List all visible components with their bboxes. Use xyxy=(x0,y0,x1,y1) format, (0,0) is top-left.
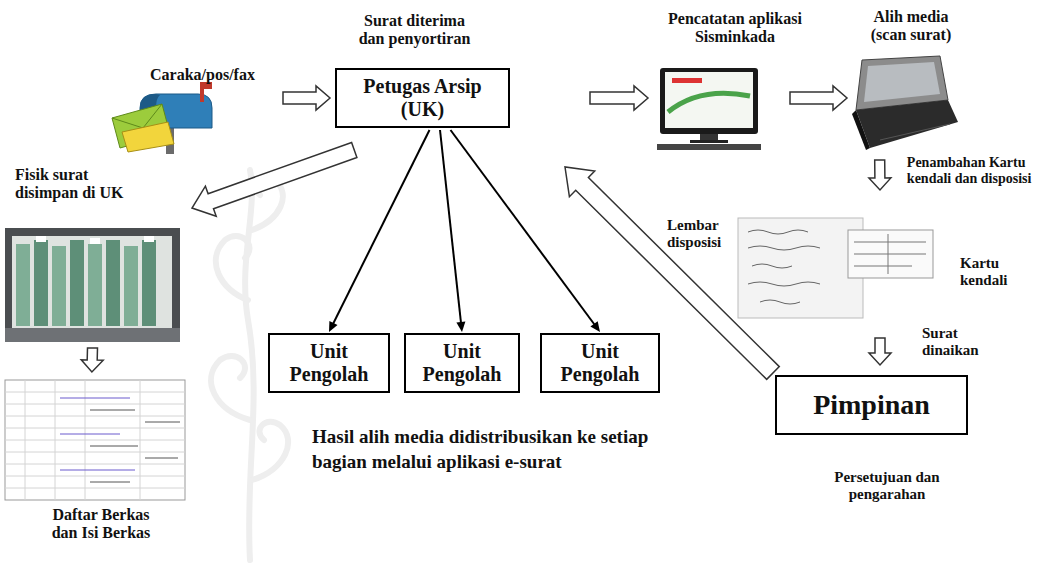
illustration-frame: Caraka/pos/fax xyxy=(110,92,215,152)
illustration-frame: Fisik surat disimpan di UK xyxy=(5,228,180,342)
caption: Pencatatan aplikasi Sisminkada xyxy=(650,10,820,47)
caption: Fisik surat disimpan di UK xyxy=(15,166,135,203)
arrowhead xyxy=(456,322,465,332)
hollow-arrow xyxy=(869,338,891,365)
connector-line xyxy=(440,130,461,323)
caption: Kartu kendali xyxy=(960,255,1022,290)
hollow-arrow xyxy=(590,86,648,110)
note-text: Hasil alih media didistribusikan ke seti… xyxy=(312,425,704,474)
illustration-frame: Pencatatan aplikasi Sisminkada xyxy=(655,68,760,150)
hollow-arrow xyxy=(869,160,891,190)
flow-arrow xyxy=(440,130,465,332)
hollow-arrow xyxy=(790,86,847,110)
caption: Alih media (scan surat) xyxy=(855,8,967,45)
process-box: PimpinanPersetujuan dan pengarahan xyxy=(775,375,968,435)
connector-line xyxy=(451,130,595,325)
edge-label: Penambahan Kartu kendali dan disposisi xyxy=(905,155,1034,187)
edge-label: Surat dinaikan xyxy=(920,325,986,360)
file-cabinet-illustration xyxy=(5,228,180,342)
process-box: Unit Pengolah xyxy=(540,333,660,393)
process-box: Unit Pengolah xyxy=(404,333,520,393)
arrowhead xyxy=(590,321,600,332)
flow-arrow xyxy=(283,86,330,110)
flow-arrow xyxy=(192,143,357,217)
hollow-arrow xyxy=(81,348,103,372)
flow-arrow xyxy=(329,130,430,332)
connector-line xyxy=(333,130,429,324)
disposition-sheet-illustration xyxy=(738,218,933,318)
arrowhead xyxy=(329,321,338,332)
caption: Caraka/pos/fax xyxy=(150,66,300,84)
caption: Persetujuan dan pengarahan xyxy=(817,469,957,504)
caption: Daftar Berkas dan Isi Berkas xyxy=(45,506,157,543)
hollow-arrow xyxy=(283,86,330,110)
flow-arrow xyxy=(451,130,601,332)
flow-arrow xyxy=(869,338,891,365)
illustration-frame: Lembar disposisiKartu kendali xyxy=(735,215,935,320)
caption: Surat diterima dan penyortiran xyxy=(352,12,477,49)
hollow-arrow xyxy=(192,143,357,217)
caption: Lembar disposisi xyxy=(667,217,731,252)
flow-arrow xyxy=(869,160,891,190)
spreadsheet-illustration xyxy=(5,380,185,500)
box-label: Unit Pengolah xyxy=(280,340,378,386)
illustration-frame: Daftar Berkas dan Isi Berkas xyxy=(5,380,185,500)
mailbox-illustration xyxy=(112,82,212,154)
illustration-frame: Alih media (scan surat) xyxy=(850,55,960,150)
flow-arrow xyxy=(81,348,103,372)
box-label: Unit Pengolah xyxy=(552,340,648,386)
computer-illustration xyxy=(657,68,761,150)
process-box: Surat diterima dan penyortiranPetugas Ar… xyxy=(335,68,510,128)
box-label: Unit Pengolah xyxy=(416,340,508,386)
process-box: Unit Pengolah xyxy=(268,333,390,393)
box-label: Pimpinan xyxy=(813,389,930,421)
scanner-illustration xyxy=(852,56,958,150)
flow-arrow xyxy=(590,86,648,110)
flow-arrow xyxy=(790,86,847,110)
box-label: Petugas Arsip (UK) xyxy=(347,75,498,121)
